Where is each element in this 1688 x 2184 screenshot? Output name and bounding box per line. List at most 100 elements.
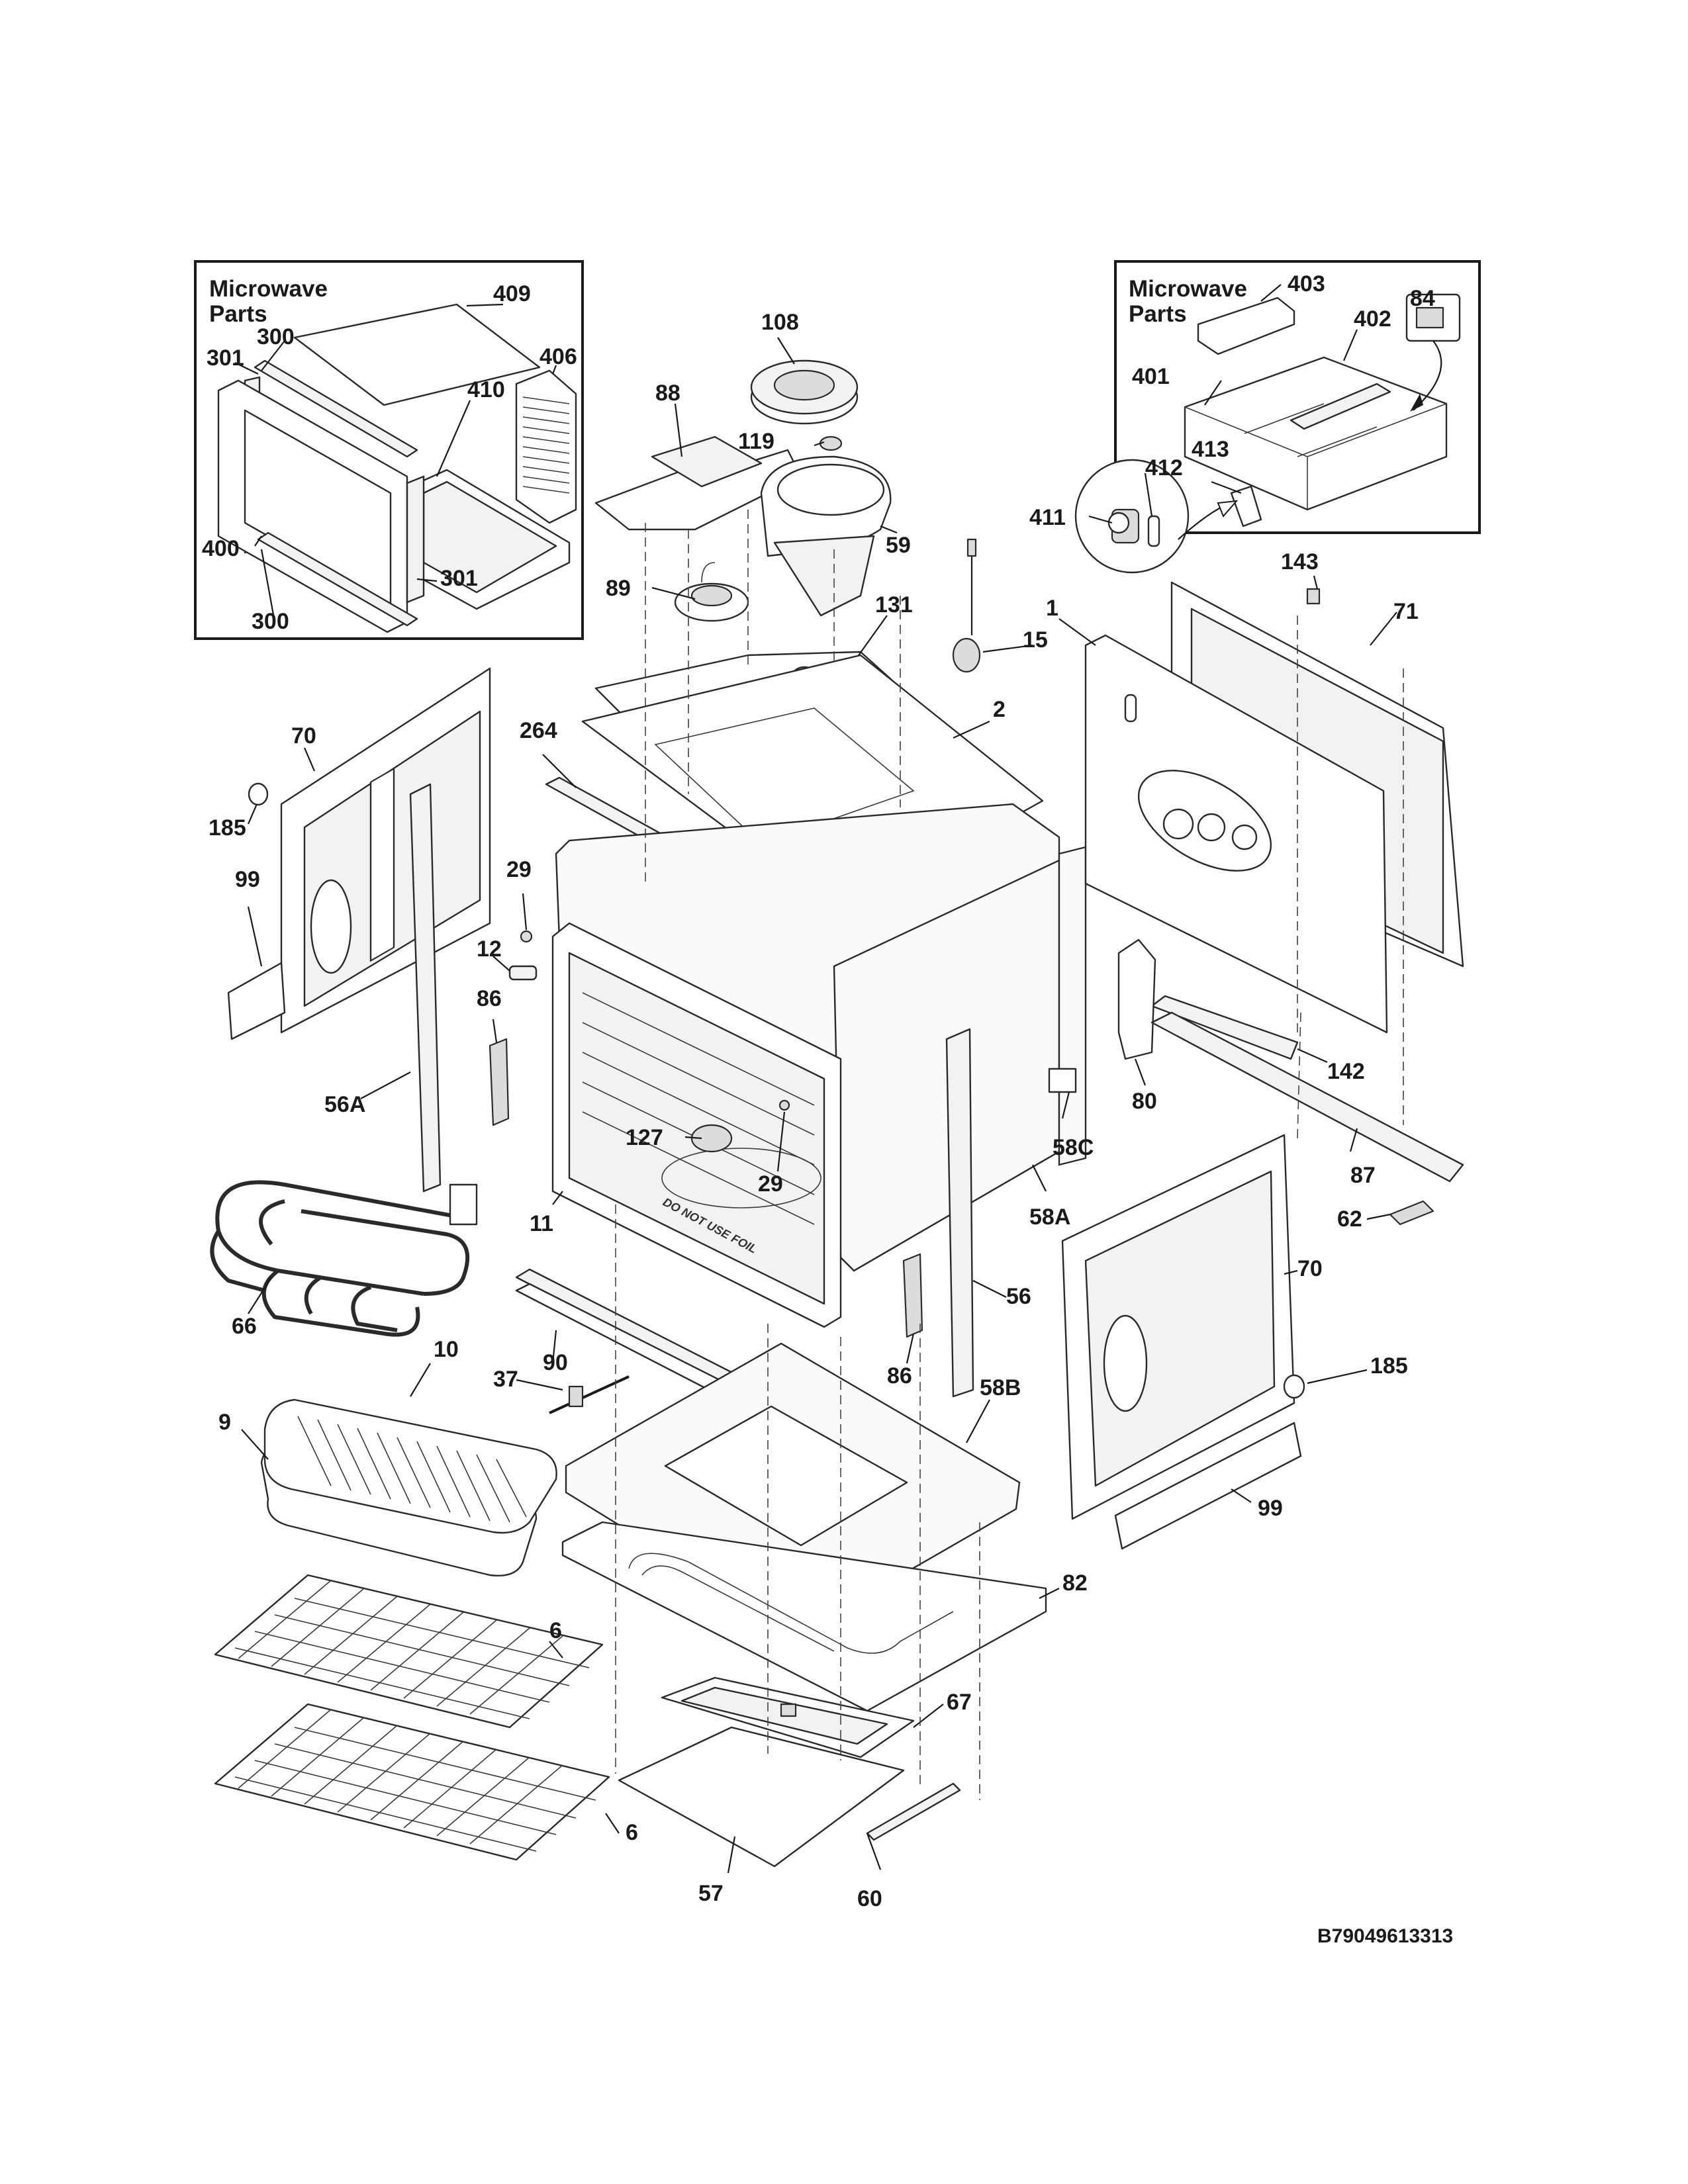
part-86-hinge-left bbox=[489, 1038, 510, 1126]
callout-301-right: 301 bbox=[440, 566, 478, 591]
callout-131: 131 bbox=[875, 592, 913, 617]
part-80-bracket bbox=[1117, 938, 1156, 1060]
part-119-thermostat bbox=[819, 435, 843, 451]
right-side-assembly: 70 185 99 56 86 bbox=[887, 1028, 1408, 1550]
callout-9: 9 bbox=[218, 1410, 231, 1435]
part-185-plug-left bbox=[248, 782, 269, 806]
callout-71: 71 bbox=[1393, 599, 1419, 624]
callout-1: 1 bbox=[1046, 596, 1058, 621]
right-rear-assembly: 1 71 143 142 80 87 62 bbox=[1046, 549, 1464, 1232]
callout-143: 143 bbox=[1281, 549, 1319, 574]
part-185-plug-right bbox=[1283, 1374, 1305, 1399]
callout-58B: 58B bbox=[980, 1375, 1021, 1400]
part-87-rail bbox=[1150, 1011, 1464, 1183]
callout-409: 409 bbox=[493, 281, 531, 306]
right-inset-frame bbox=[1114, 260, 1481, 534]
callout-60: 60 bbox=[857, 1886, 882, 1911]
part-12-light-socket bbox=[508, 965, 538, 981]
callout-56: 56 bbox=[1006, 1284, 1031, 1309]
part-60-vent-strip bbox=[866, 1782, 961, 1841]
oven-racks: 6 6 bbox=[214, 1574, 638, 1861]
assembly-guide-lines bbox=[615, 510, 1404, 1800]
callout-99-right: 99 bbox=[1258, 1496, 1283, 1521]
part-300-bottom-trim bbox=[257, 531, 418, 627]
callout-412: 412 bbox=[1145, 455, 1183, 480]
callout-2: 2 bbox=[993, 697, 1006, 722]
callout-58A: 58A bbox=[1029, 1205, 1070, 1230]
part-29-screw-upper bbox=[520, 930, 533, 943]
part-86-hinge-right bbox=[902, 1253, 923, 1338]
part-99-bracket-left bbox=[227, 962, 286, 1040]
callout-29-upper: 29 bbox=[506, 857, 532, 882]
drawing-number: B79049613313 bbox=[1317, 1925, 1453, 1947]
part-67-cover bbox=[661, 1676, 915, 1758]
callout-66: 66 bbox=[232, 1314, 257, 1339]
callout-11: 11 bbox=[530, 1211, 553, 1236]
part-84-switch bbox=[1405, 293, 1461, 412]
callout-84: 84 bbox=[1410, 286, 1435, 311]
part-6-oven-rack-upper bbox=[214, 1574, 604, 1729]
callout-90: 90 bbox=[543, 1350, 568, 1375]
left-inset-title-line1: Microwave bbox=[209, 276, 328, 302]
callout-67: 67 bbox=[947, 1690, 972, 1715]
callout-185-left: 185 bbox=[209, 815, 246, 841]
left-inset-title-line2: Parts bbox=[209, 301, 267, 327]
callout-86-right: 86 bbox=[887, 1363, 912, 1388]
part-413-bracket bbox=[1230, 485, 1262, 527]
left-inset-frame bbox=[194, 260, 584, 640]
part-66-broil-element bbox=[210, 1180, 478, 1337]
callout-108: 108 bbox=[761, 310, 799, 335]
part-10-broil-grid bbox=[263, 1398, 557, 1534]
part-411-thermal-fuse bbox=[1107, 508, 1140, 544]
callout-403: 403 bbox=[1288, 271, 1325, 296]
callout-89: 89 bbox=[606, 576, 631, 601]
callout-70-right: 70 bbox=[1297, 1256, 1323, 1281]
callout-119: 119 bbox=[738, 429, 774, 454]
part-412-fuse bbox=[1147, 515, 1160, 547]
broil-pan-assembly: 10 9 bbox=[218, 1337, 557, 1576]
part-127-convection-fan bbox=[690, 1124, 733, 1153]
part-409-top-panel bbox=[293, 303, 541, 406]
callout-6-upper: 6 bbox=[549, 1618, 562, 1643]
callout-410: 410 bbox=[467, 377, 505, 402]
callout-87: 87 bbox=[1350, 1163, 1376, 1188]
callout-62: 62 bbox=[1337, 1206, 1362, 1232]
callout-12: 12 bbox=[477, 936, 502, 962]
callout-99-left: 99 bbox=[235, 867, 260, 892]
callout-400: 400 bbox=[202, 536, 240, 561]
left-side-assembly: 70 185 99 29 12 86 56A bbox=[209, 667, 538, 1193]
callout-300-bottom: 300 bbox=[252, 609, 289, 634]
part-56-side-trim bbox=[945, 1028, 974, 1398]
part-15-sensor bbox=[952, 538, 981, 673]
callout-80: 80 bbox=[1132, 1089, 1157, 1114]
part-62-terminal-block bbox=[1389, 1200, 1434, 1226]
part-99-bracket-right bbox=[1114, 1422, 1302, 1550]
callout-142: 142 bbox=[1327, 1059, 1365, 1084]
callout-82: 82 bbox=[1062, 1570, 1088, 1596]
callout-15: 15 bbox=[1023, 627, 1048, 653]
callout-264: 264 bbox=[520, 718, 557, 743]
callout-88: 88 bbox=[655, 381, 680, 406]
callout-127: 127 bbox=[626, 1125, 663, 1150]
callout-406: 406 bbox=[539, 344, 577, 369]
callout-411: 411 bbox=[1029, 505, 1066, 530]
callout-56A: 56A bbox=[324, 1092, 365, 1117]
callout-300-top: 300 bbox=[257, 324, 295, 349]
callout-58C: 58C bbox=[1053, 1135, 1094, 1160]
part-89-motor bbox=[674, 562, 749, 622]
callout-402: 402 bbox=[1354, 306, 1391, 332]
oven-cavity-assembly: DO NOT USE FOIL 58C 58A 127 29 11 bbox=[530, 803, 1094, 1328]
callout-70-left: 70 bbox=[291, 723, 316, 749]
right-inset-title-line2: Parts bbox=[1129, 301, 1187, 327]
right-inset-title-line1: Microwave bbox=[1129, 276, 1247, 302]
part-403-bracket bbox=[1197, 296, 1295, 355]
part-301-right-side bbox=[406, 475, 425, 604]
part-108-fan-motor bbox=[750, 359, 859, 425]
callout-185-right: 185 bbox=[1370, 1353, 1408, 1379]
callout-59: 59 bbox=[886, 533, 911, 558]
part-6-oven-rack-lower bbox=[214, 1703, 610, 1861]
callout-6-lower: 6 bbox=[626, 1820, 638, 1845]
callout-401: 401 bbox=[1132, 364, 1170, 389]
callout-301-left: 301 bbox=[207, 345, 244, 371]
